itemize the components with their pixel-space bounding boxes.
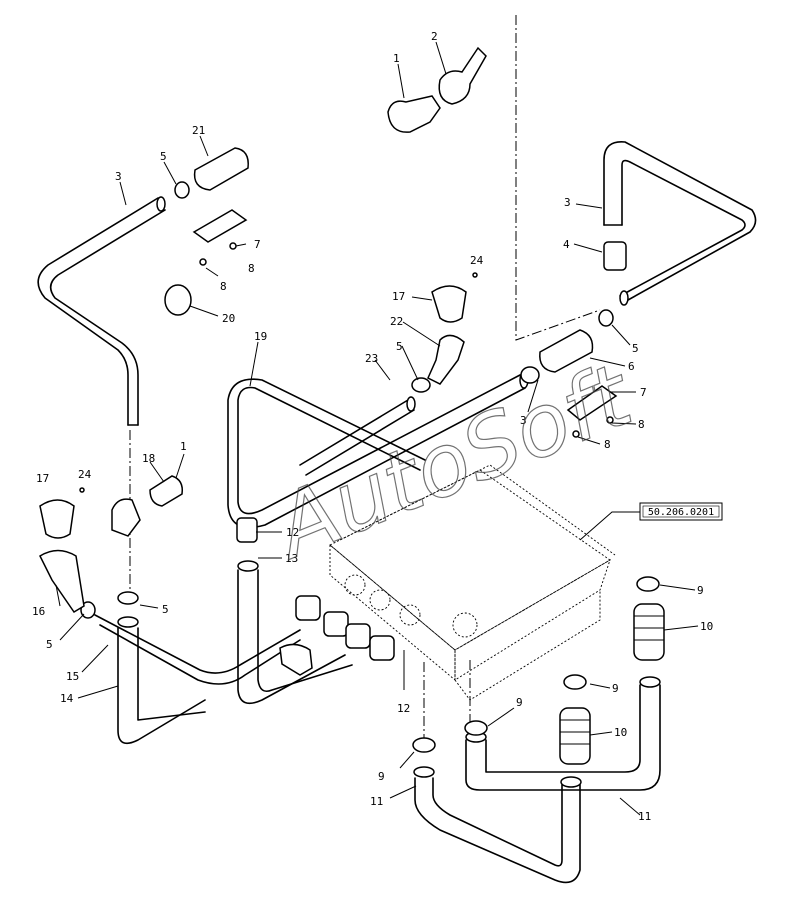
center-lines (129, 15, 601, 745)
label-9-c: 9 (516, 696, 523, 709)
label-13: 13 (285, 552, 298, 565)
label-5-b: 5 (632, 342, 639, 355)
reference-tag: 50.206.0201 (639, 502, 723, 521)
label-12-a: 12 (286, 526, 299, 539)
label-9-d: 9 (378, 770, 385, 783)
label-14: 14 (60, 692, 74, 705)
label-18: 18 (142, 452, 155, 465)
hoses (37, 141, 757, 884)
label-22: 22 (390, 315, 403, 328)
label-24-top: 24 (470, 254, 484, 267)
label-11-b: 11 (638, 810, 651, 823)
label-23: 23 (365, 352, 378, 365)
label-16: 16 (32, 605, 45, 618)
heater-box (329, 464, 616, 701)
label-6: 6 (628, 360, 635, 373)
label-7-a: 7 (254, 238, 261, 251)
label-5-d: 5 (162, 603, 169, 616)
label-3-left: 3 (115, 170, 122, 183)
label-11-a: 11 (370, 795, 383, 808)
part-labels: 1 2 3 5 21 3 4 5 6 7 8 8 20 24 17 22 5 2… (32, 30, 713, 823)
label-24-lower: 24 (78, 468, 92, 481)
label-12-b: 12 (397, 702, 410, 715)
label-5-c: 5 (396, 340, 403, 353)
label-9-a: 9 (697, 584, 704, 597)
label-2: 2 (431, 30, 438, 43)
label-8-d: 8 (604, 438, 611, 451)
reference-number: 50.206.0201 (648, 507, 714, 518)
label-9-b: 9 (612, 682, 619, 695)
label-15: 15 (66, 670, 79, 683)
label-5-e: 5 (46, 638, 53, 651)
label-8-a: 8 (248, 262, 255, 275)
label-10-a: 10 (700, 620, 713, 633)
leader-lines (55, 41, 699, 816)
label-3-mid: 3 (520, 414, 527, 427)
label-5-a: 5 (160, 150, 167, 163)
label-8-b: 8 (220, 280, 227, 293)
watermark-text: AutoSoft (258, 345, 647, 580)
label-19: 19 (254, 330, 267, 343)
label-21: 21 (192, 124, 205, 137)
label-3-right: 3 (564, 196, 571, 209)
label-17-lower: 17 (36, 472, 49, 485)
parts (39, 46, 665, 765)
label-8-c: 8 (638, 418, 645, 431)
label-1-lower: 1 (180, 440, 187, 453)
label-1-top: 1 (393, 52, 400, 65)
label-7-b: 7 (640, 386, 647, 399)
label-4: 4 (563, 238, 570, 251)
label-20: 20 (222, 312, 235, 325)
label-17-top: 17 (392, 290, 405, 303)
label-10-b: 10 (614, 726, 627, 739)
